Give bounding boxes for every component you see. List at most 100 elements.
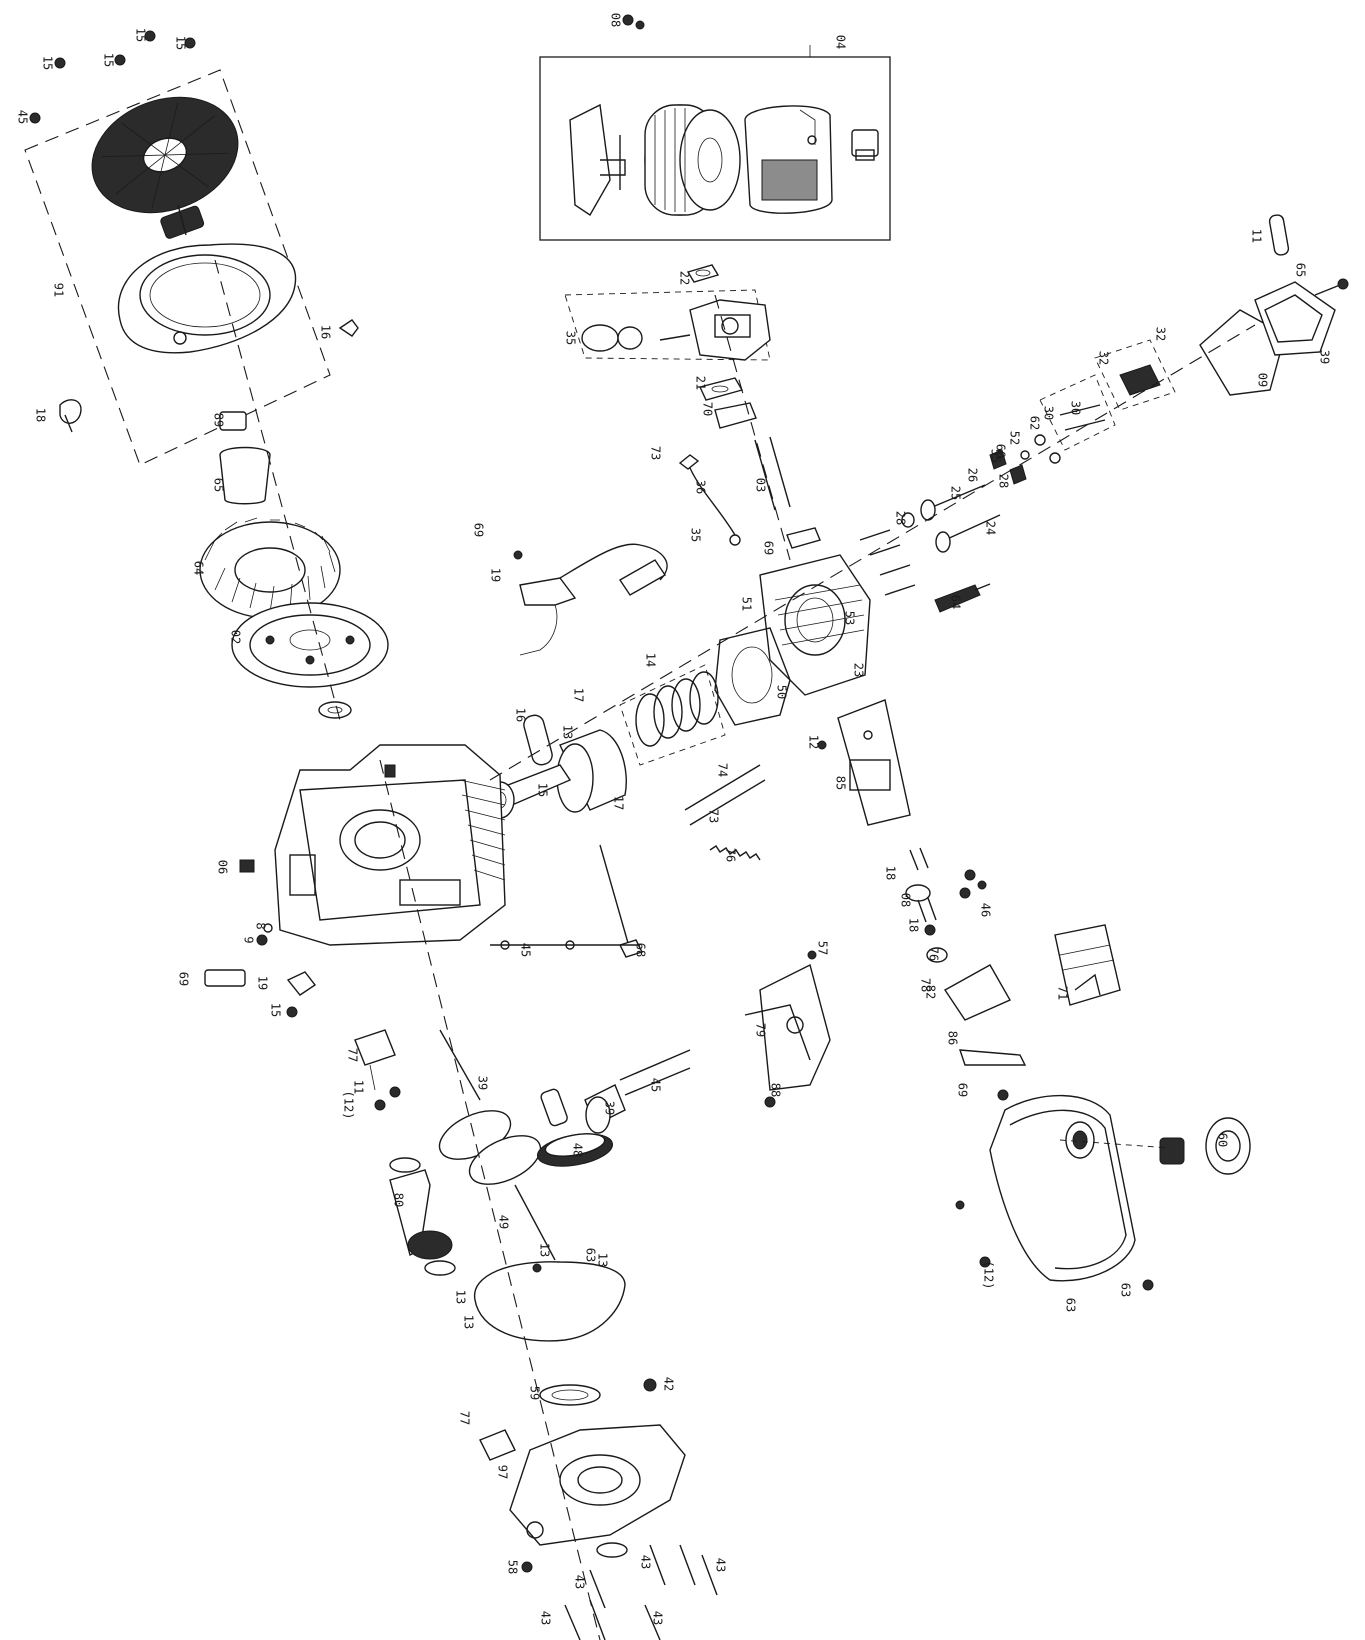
- callout-label: 80: [392, 1193, 406, 1207]
- air-cleaner-wing-nut: [851, 129, 879, 161]
- callout-label: 57: [816, 941, 830, 955]
- oil-alert-sensor: [286, 971, 317, 1018]
- air-cleaner-screws: [622, 14, 645, 30]
- callout-label: 16: [514, 708, 528, 722]
- ignition-wire-clip: [59, 399, 82, 433]
- callout-label: 21: [694, 376, 708, 390]
- callout-label: 30: [1042, 406, 1056, 420]
- callout-label: 16: [319, 325, 333, 339]
- valve-cover-gasket: [1199, 309, 1286, 396]
- fuel-fittings: [959, 869, 987, 899]
- push-rod-adjusters: [1059, 404, 1106, 431]
- carburetor-studs: [754, 436, 791, 511]
- callout-label: 08: [609, 13, 623, 27]
- callout-label: 26: [966, 468, 980, 482]
- callout-label: 73: [707, 809, 721, 823]
- callout-label: 9: [242, 936, 256, 943]
- callout-label: 19: [489, 568, 503, 582]
- callout-label: 78: [919, 978, 933, 992]
- exhaust-valve: [935, 514, 1001, 553]
- starter-group-outline: [24, 69, 331, 466]
- callout-label: 58: [506, 1560, 520, 1574]
- callout-label: (12): [342, 1091, 356, 1120]
- piston: [556, 729, 627, 813]
- callout-label: 88: [769, 1083, 783, 1097]
- air-cleaner-cover: [744, 105, 833, 214]
- callout-label: 64: [192, 561, 206, 575]
- callout-label: 46: [979, 903, 993, 917]
- governor-linkage: [684, 764, 766, 861]
- callout-label: 35: [564, 331, 578, 345]
- callout-label: 97: [496, 1465, 510, 1479]
- carburetor-group-outline: [564, 289, 771, 361]
- callout-label: 22: [678, 271, 692, 285]
- shroud-clip: [338, 319, 359, 337]
- callout-label: 49: [497, 1215, 511, 1229]
- rocker-group-outline: [1094, 339, 1176, 411]
- intake-valve: [920, 484, 986, 521]
- callout-label: 51: [740, 597, 754, 611]
- carburetor-gasket: [686, 264, 720, 283]
- callout-label: 50: [775, 685, 789, 699]
- callout-label: 77: [346, 1048, 360, 1062]
- valve-seal: [901, 512, 915, 528]
- balancer-shaft: [389, 1157, 456, 1276]
- callout-label: 02: [229, 630, 243, 644]
- callout-label: 19: [256, 976, 270, 990]
- fuel-valve-assembly: [905, 847, 1011, 1021]
- cover-bolts: [521, 1544, 718, 1640]
- callout-label: 76: [927, 947, 941, 961]
- callout-label: 30: [1069, 401, 1083, 415]
- muffler-shield: [817, 699, 911, 826]
- fan-shroud: [117, 243, 297, 354]
- piston-pin: [523, 714, 553, 766]
- carburetor-group: [564, 264, 821, 549]
- callout-label: 82: [924, 985, 938, 999]
- callout-label: 69: [956, 1083, 970, 1097]
- oil-level-switch: [354, 1029, 401, 1111]
- callout-label: 13: [596, 1253, 610, 1267]
- callout-label: 77: [458, 1411, 472, 1425]
- oil-drain-plug: [204, 969, 246, 987]
- callout-label: 18: [34, 408, 48, 422]
- crankcase: [274, 744, 506, 946]
- callout-label: 43: [639, 1555, 653, 1569]
- callout-label: 53: [843, 611, 857, 625]
- recoil-starter-assembly: [24, 30, 389, 719]
- head-gasket: [714, 627, 791, 726]
- callout-label: 15: [102, 53, 116, 67]
- callout-label: 86: [946, 1031, 960, 1045]
- breather-tube: [678, 454, 741, 546]
- spark-plug: [934, 583, 991, 613]
- callout-label: 15: [174, 36, 188, 50]
- fuel-hose: [959, 1049, 1027, 1066]
- carburetor-body: [659, 299, 771, 361]
- fan-wheel: [199, 517, 341, 619]
- crankcase-gasket: [474, 1261, 626, 1342]
- callout-label: 15: [134, 28, 148, 42]
- fuel-tank: [955, 1089, 1154, 1291]
- starter-bolts: [29, 30, 196, 124]
- callout-label: 28: [894, 511, 908, 525]
- callout-label: 03: [754, 478, 768, 492]
- callout-label: 32: [1097, 351, 1111, 365]
- starter-handle: [160, 204, 205, 239]
- callout-label: 60: [994, 444, 1008, 458]
- callout-label: 68: [634, 943, 648, 957]
- callout-label: 45: [16, 110, 30, 124]
- callout-label: 63: [1064, 1298, 1078, 1312]
- callout-label: 18: [884, 866, 898, 880]
- callout-label: 28: [997, 474, 1011, 488]
- air-filter-element: [644, 104, 741, 216]
- callout-label: 13: [462, 1315, 476, 1329]
- callout-label: 65: [212, 478, 226, 492]
- callout-label: 76: [724, 848, 738, 862]
- air-cleaner-assembly: [539, 14, 891, 241]
- callout-label: 55: [989, 449, 1003, 463]
- callout-label: (12): [982, 1261, 996, 1290]
- assembly-axes: [214, 259, 1256, 1640]
- callout-label: 24: [984, 521, 998, 535]
- callout-label: 45: [649, 1078, 663, 1092]
- callout-label: 63: [584, 1248, 598, 1262]
